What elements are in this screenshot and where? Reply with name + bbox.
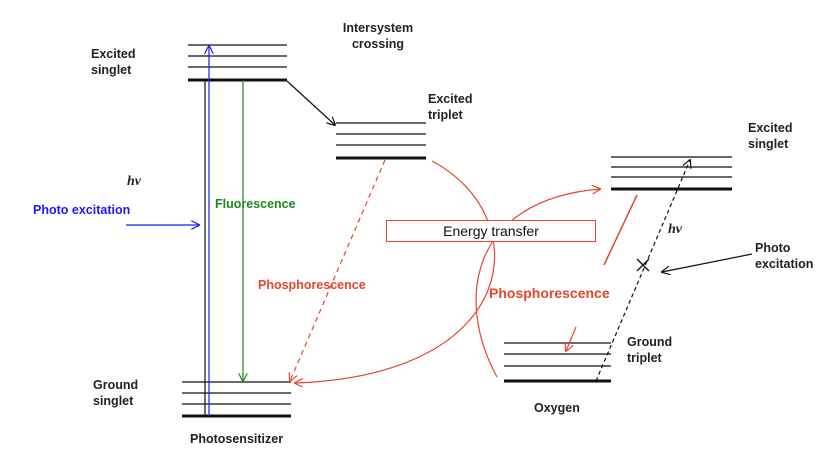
intersystem-crossing-arrow — [286, 80, 335, 125]
hv-label-right: hν — [668, 222, 682, 237]
ground-triplet-levels — [504, 342, 611, 383]
energy-transfer-box: Energy transfer — [386, 220, 596, 242]
photosensitizer-label: Photosensitizer — [190, 432, 284, 446]
excited-singlet-levels-left — [188, 44, 287, 82]
fluorescence-label: Fluorescence — [215, 197, 296, 211]
photo-excitation-label-left: Photo excitation — [33, 203, 131, 217]
oxygen-label: Oxygen — [534, 401, 580, 415]
photo-excitation-arrow-right — [662, 253, 753, 272]
energy-transfer-curve-left — [295, 160, 496, 383]
phosphorescence-label-left: Phosphorescence — [258, 278, 366, 292]
excited-triplet-levels — [336, 122, 426, 160]
forbidden-cross-icon — [636, 258, 650, 272]
excited-singlet-label-left: Excited singlet — [91, 47, 136, 77]
oxygen-excited-singlet-levels — [611, 156, 732, 191]
photo-excitation-label-right: Photo excitation — [755, 241, 814, 271]
energy-transfer-curve-right — [475, 189, 600, 378]
phosphorescence-arrow-right — [566, 326, 577, 351]
phosphorescence-line-right — [603, 194, 638, 266]
forbidden-excitation-arrow — [595, 160, 690, 382]
ground-singlet-label: Ground singlet — [93, 378, 139, 408]
intersystem-crossing-label: Intersystem crossing — [342, 21, 414, 51]
phosphorescence-label-right: Phosphorescence — [489, 285, 610, 301]
excited-singlet-label-right: Excited singlet — [748, 121, 793, 151]
phosphorescence-arrow-left — [290, 159, 386, 381]
hv-label-left: hν — [127, 174, 141, 189]
ground-singlet-levels — [182, 381, 291, 418]
excited-triplet-label: Excited triplet — [428, 92, 473, 122]
ground-triplet-label: Ground triplet — [627, 335, 673, 365]
